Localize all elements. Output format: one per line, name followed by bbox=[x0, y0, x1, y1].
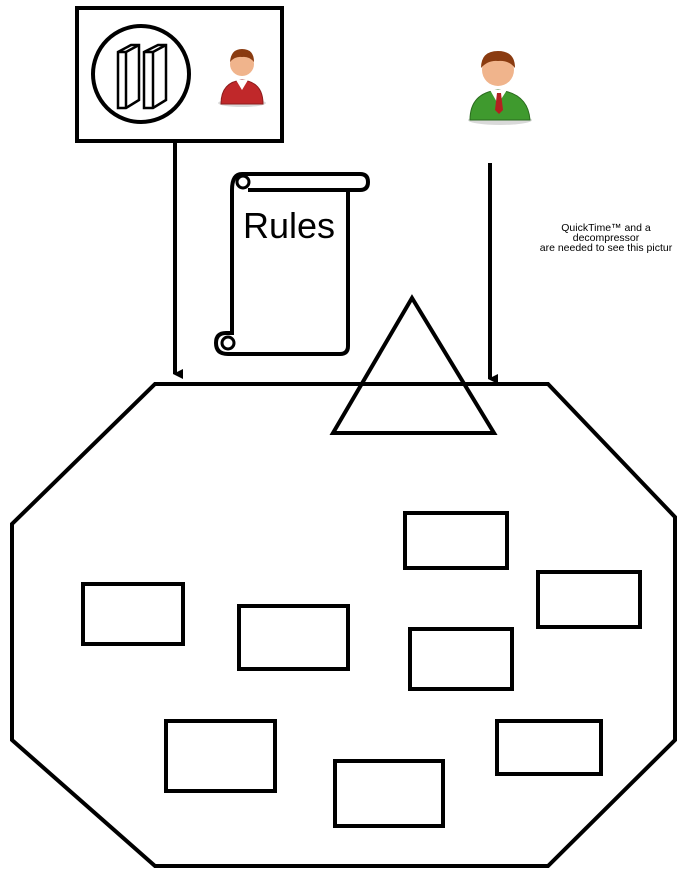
rules-label: Rules bbox=[243, 205, 335, 246]
rectangle-node bbox=[405, 513, 507, 568]
rectangle-node bbox=[83, 584, 183, 644]
rectangle-node bbox=[335, 761, 443, 826]
rectangles-group bbox=[83, 513, 640, 826]
rectangle-node bbox=[410, 629, 512, 689]
scroll-icon: Rules bbox=[216, 174, 368, 354]
rectangle-node bbox=[166, 721, 275, 791]
pillars-icon bbox=[93, 26, 189, 122]
person-red-icon bbox=[218, 49, 266, 107]
person-green-icon bbox=[468, 51, 532, 125]
placeholder-line: are needed to see this pictur bbox=[528, 243, 684, 253]
rectangle-node bbox=[497, 721, 601, 774]
rectangle-node bbox=[239, 606, 348, 669]
triangle-shape bbox=[333, 298, 494, 433]
quicktime-placeholder-text: QuickTime™ and a decompressor are needed… bbox=[528, 223, 684, 253]
rectangle-node bbox=[538, 572, 640, 627]
top-left-box bbox=[77, 8, 282, 141]
